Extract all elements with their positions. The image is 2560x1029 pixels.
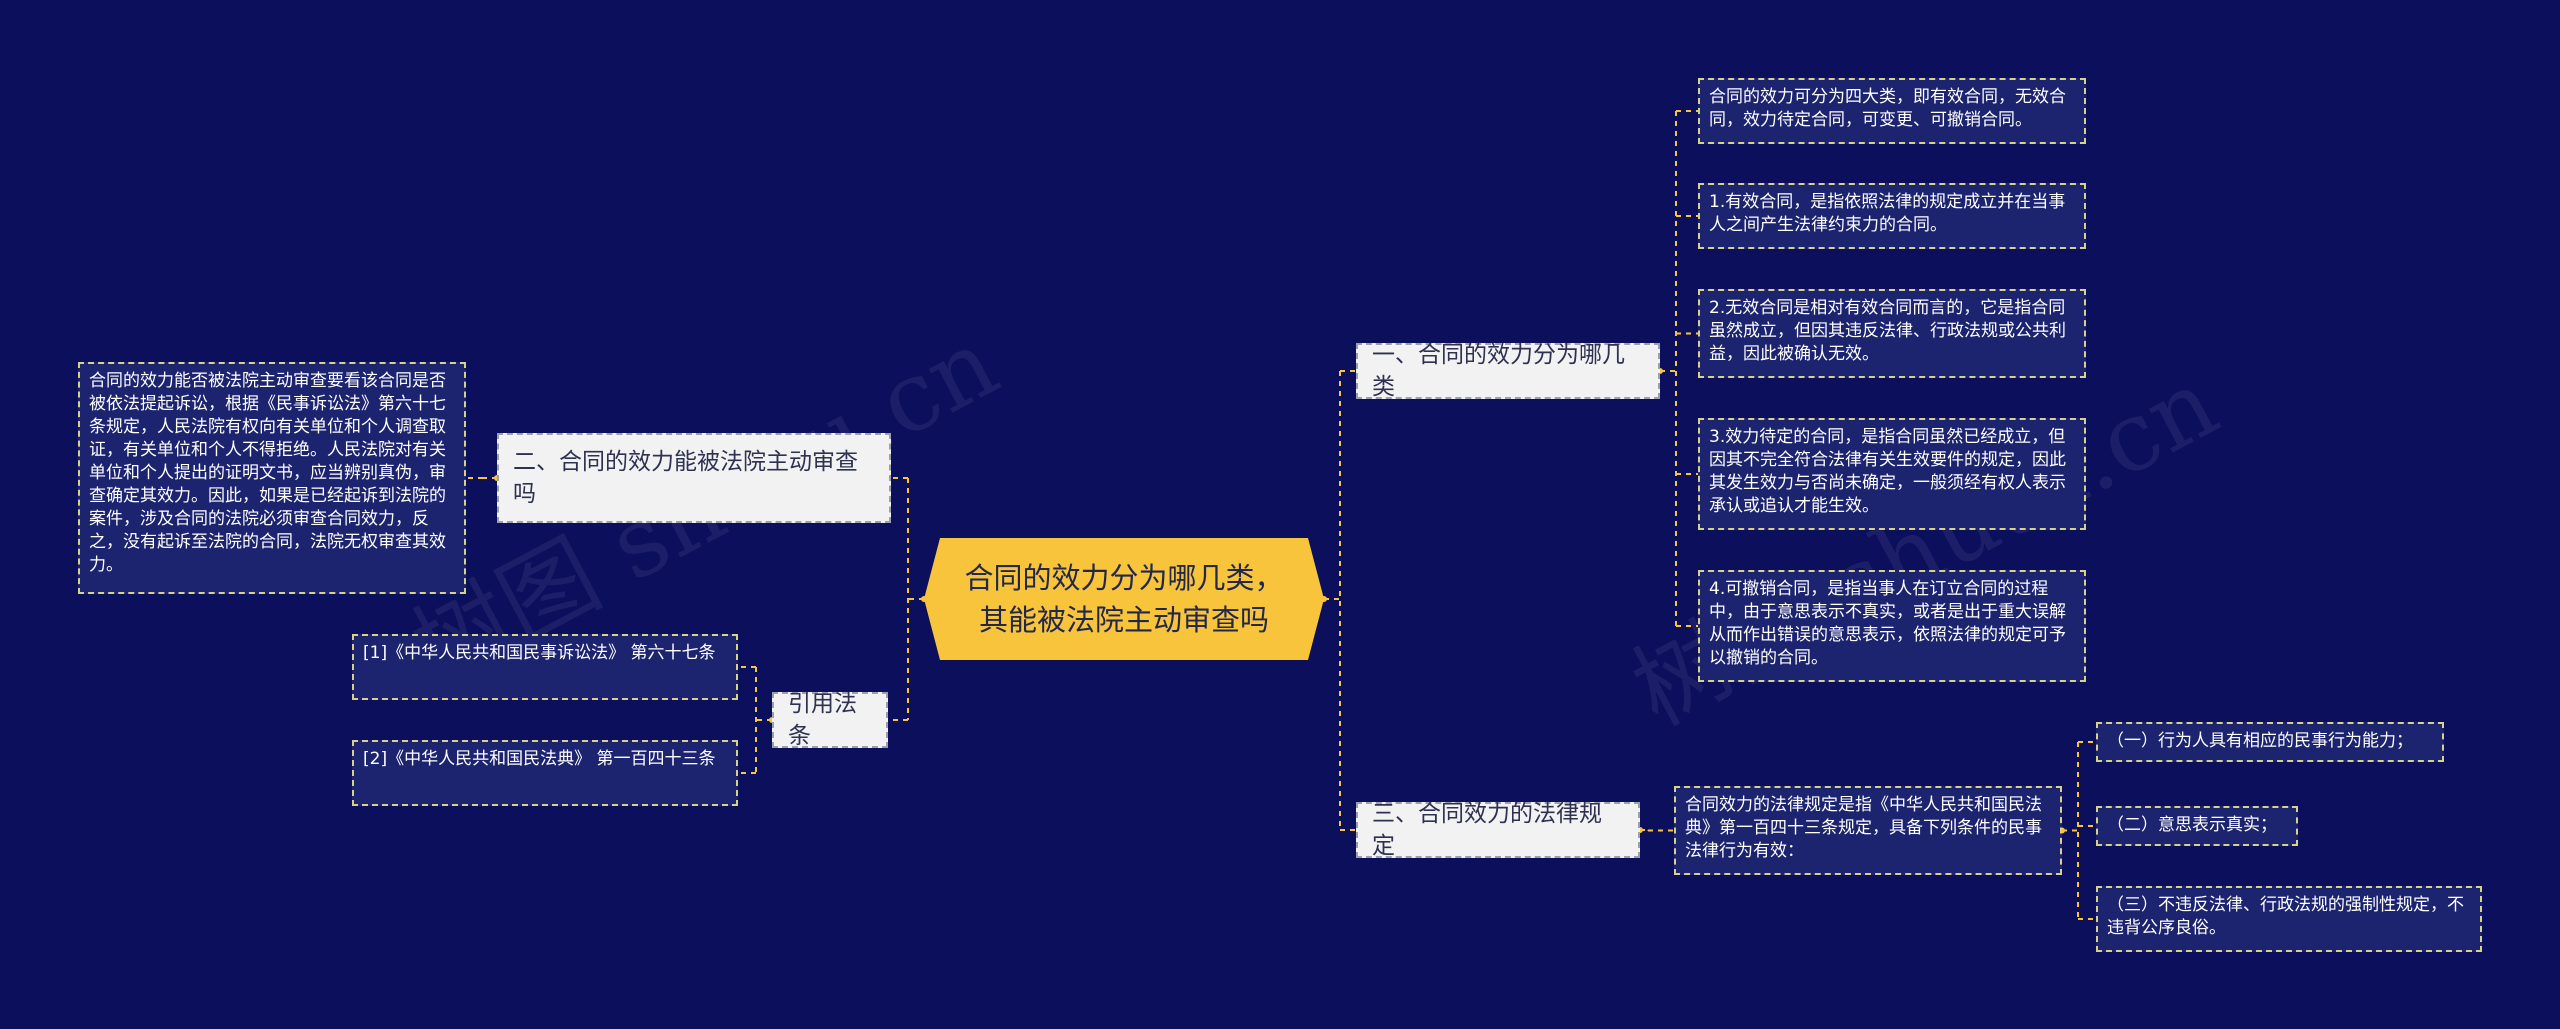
root-topic[interactable]: 合同的效力分为哪几类， 其能被法院主动审查吗 <box>924 538 1324 660</box>
branch-label: 引用法条 <box>788 691 857 749</box>
branch-label: 二、合同的效力能被法院主动审查吗 <box>513 449 858 507</box>
leaf-text: （二）意思表示真实； <box>2107 815 2277 835</box>
branch-contract-types[interactable]: 一、合同的效力分为哪几类 <box>1356 342 1660 400</box>
leaf-text: [2]《中华人民共和国民法典》 第一百四十三条 <box>363 749 716 769</box>
root-topic-text: 合同的效力分为哪几类， 其能被法院主动审查吗 <box>964 561 1284 637</box>
leaf-civil-procedure-law[interactable]: [1]《中华人民共和国民事诉讼法》 第六十七条 <box>352 634 738 700</box>
leaf-text: 合同效力的法律规定是指《中华人民共和国民法典》第一百四十三条规定，具备下列条件的… <box>1685 795 2042 861</box>
branch-cited-laws[interactable]: 引用法条 <box>772 691 888 749</box>
leaf-four-categories[interactable]: 合同的效力可分为四大类，即有效合同，无效合同，效力待定合同，可变更、可撤销合同。 <box>1698 78 2086 144</box>
branch-label: 三、合同效力的法律规定 <box>1372 801 1602 859</box>
leaf-text: [1]《中华人民共和国民事诉讼法》 第六十七条 <box>363 643 716 663</box>
leaf-condition-intent[interactable]: （二）意思表示真实； <box>2096 806 2298 846</box>
branch-legal-provisions[interactable]: 三、合同效力的法律规定 <box>1356 801 1640 859</box>
leaf-text: 2.无效合同是相对有效合同而言的，它是指合同虽然成立，但因其违反法律、行政法规或… <box>1709 298 2066 364</box>
branch-court-review[interactable]: 二、合同的效力能被法院主动审查吗 <box>497 433 891 523</box>
leaf-text: 4.可撤销合同，是指当事人在订立合同的过程中，由于意思表示不真实，或者是出于重大… <box>1709 579 2066 668</box>
leaf-condition-legality[interactable]: （三）不违反法律、行政法规的强制性规定，不违背公序良俗。 <box>2096 886 2482 952</box>
leaf-valid-contract[interactable]: 1.有效合同，是指依照法律的规定成立并在当事人之间产生法律约束力的合同。 <box>1698 183 2086 249</box>
leaf-text: 合同的效力可分为四大类，即有效合同，无效合同，效力待定合同，可变更、可撤销合同。 <box>1709 87 2066 130</box>
leaf-text: （三）不违反法律、行政法规的强制性规定，不违背公序良俗。 <box>2107 895 2464 938</box>
leaf-civil-code-article[interactable]: 合同效力的法律规定是指《中华人民共和国民法典》第一百四十三条规定，具备下列条件的… <box>1674 786 2062 875</box>
leaf-court-review-explanation[interactable]: 合同的效力能否被法院主动审查要看该合同是否被依法提起诉讼，根据《民事诉讼法》第六… <box>78 362 466 594</box>
leaf-pending-contract[interactable]: 3.效力待定的合同，是指合同虽然已经成立，但因其不完全符合法律有关生效要件的规定… <box>1698 418 2086 530</box>
leaf-text: 1.有效合同，是指依照法律的规定成立并在当事人之间产生法律约束力的合同。 <box>1709 192 2066 235</box>
leaf-revocable-contract[interactable]: 4.可撤销合同，是指当事人在订立合同的过程中，由于意思表示不真实，或者是出于重大… <box>1698 570 2086 682</box>
leaf-condition-capacity[interactable]: （一）行为人具有相应的民事行为能力； <box>2096 722 2444 762</box>
branch-label: 一、合同的效力分为哪几类 <box>1372 342 1625 400</box>
leaf-void-contract[interactable]: 2.无效合同是相对有效合同而言的，它是指合同虽然成立，但因其违反法律、行政法规或… <box>1698 289 2086 378</box>
leaf-civil-code[interactable]: [2]《中华人民共和国民法典》 第一百四十三条 <box>352 740 738 806</box>
leaf-text: 合同的效力能否被法院主动审查要看该合同是否被依法提起诉讼，根据《民事诉讼法》第六… <box>89 371 446 575</box>
leaf-text: 3.效力待定的合同，是指合同虽然已经成立，但因其不完全符合法律有关生效要件的规定… <box>1709 427 2066 516</box>
leaf-text: （一）行为人具有相应的民事行为能力； <box>2107 731 2413 751</box>
